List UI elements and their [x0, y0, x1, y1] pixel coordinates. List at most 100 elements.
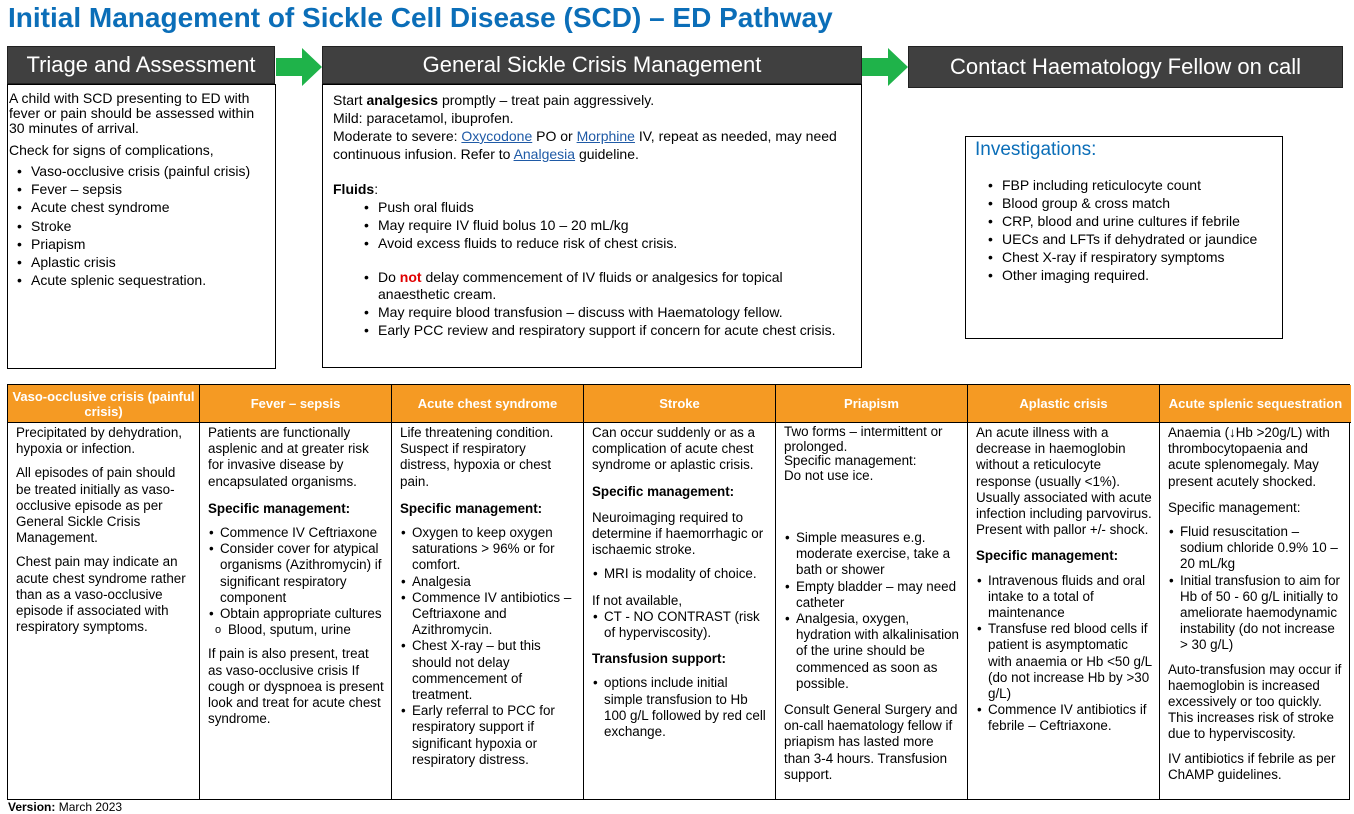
splenic-list: Fluid resuscitation – sodium chloride 0.… — [1168, 524, 1344, 654]
text: Two forms – intermittent or prolonged. — [784, 424, 943, 454]
aplastic-list: Intravenous fluids and oral intake to a … — [976, 573, 1152, 735]
column-header: Aplastic crisis — [968, 385, 1159, 423]
list-item: Chest X-ray if respiratory symptoms — [988, 248, 1274, 266]
list-item: Analgesia, oxygen, hydration with alkali… — [785, 611, 960, 692]
stroke-list: MRI is modality of choice. — [592, 566, 768, 582]
triage-intro: A child with SCD presenting to ED with f… — [9, 90, 255, 136]
arrow-right-icon — [862, 48, 908, 86]
triage-box: A child with SCD presenting to ED with f… — [7, 84, 276, 369]
text: If not available, — [592, 592, 683, 608]
subheading: Specific management: — [976, 548, 1119, 564]
complication-list: Vaso-occlusive crisis (painful crisis)Fe… — [9, 162, 267, 290]
subheading: Specific management: — [592, 483, 735, 499]
text: An acute illness with a decrease in haem… — [976, 425, 1152, 538]
acs-list: Oxygen to keep oxygen saturations > 96% … — [400, 525, 576, 768]
column-stroke: Stroke Can occur suddenly or as a compli… — [584, 385, 776, 799]
list-item: May require IV fluid bolus 10 – 20 mL/kg — [364, 216, 853, 234]
mild-line: Mild: paracetamol, ibuprofen. — [333, 110, 514, 126]
list-item: Vaso-occlusive crisis (painful crisis) — [17, 162, 267, 180]
column-priapism: Priapism Two forms – intermittent or pro… — [776, 385, 968, 799]
list-item: Commence IV antibiotics – Ceftriaxone an… — [401, 590, 576, 639]
text: Patients are functionally asplenic and a… — [208, 425, 369, 489]
column-splenic: Acute splenic sequestration Anaemia (↓Hb… — [1160, 385, 1351, 799]
list-item: Blood, sputum, urine — [215, 622, 384, 638]
analgesia-link[interactable]: Analgesia — [513, 146, 576, 162]
list-item: Chest X-ray – but this should not delay … — [401, 638, 576, 703]
version-note: Version: March 2023 — [8, 800, 123, 814]
subheading: Specific management: — [1168, 499, 1301, 515]
list-item: Aplastic crisis — [17, 253, 267, 271]
text: Precipitated by dehydration, hypoxia or … — [16, 425, 182, 457]
list-item: Commence IV Ceftriaxone — [209, 525, 384, 541]
list-item: Commence IV antibiotics if febrile – Cef… — [977, 702, 1152, 734]
list-item: Stroke — [17, 217, 267, 235]
triage-header: Triage and Assessment — [7, 46, 275, 84]
list-item: Oxygen to keep oxygen saturations > 96% … — [401, 525, 576, 574]
text: Chest pain may indicate an acute chest s… — [16, 554, 186, 635]
priapism-list: Simple measures e.g. moderate exercise, … — [784, 530, 960, 692]
list-item: MRI is modality of choice. — [593, 566, 768, 582]
list-item: Do not delay commencement of IV fluids o… — [364, 269, 853, 303]
page-title: Initial Management of Sickle Cell Diseas… — [8, 2, 833, 33]
list-item: Fever – sepsis — [17, 180, 267, 198]
oxycodone-link[interactable]: Oxycodone — [461, 128, 533, 144]
sub-list: Blood, sputum, urine — [208, 622, 384, 638]
list-item: CT - NO CONTRAST (risk of hyperviscosity… — [593, 609, 768, 641]
investigations-list: FBP including reticulocyte countBlood gr… — [975, 176, 1274, 284]
subheading: Specific management: — [400, 500, 543, 516]
list-item: Consider cover for atypical organisms (A… — [209, 541, 384, 606]
fluids-label: Fluids: — [333, 181, 379, 197]
complications-table: Vaso-occlusive crisis (painful crisis) P… — [7, 384, 1351, 800]
list-item: May require blood transfusion – discuss … — [364, 304, 853, 321]
list-item: Early referral to PCC for respiratory su… — [401, 703, 576, 768]
list-item: Empty bladder – may need catheter — [785, 579, 960, 611]
list-item: Intravenous fluids and oral intake to a … — [977, 573, 1152, 622]
list-item: Transfuse red blood cells if patient is … — [977, 621, 1152, 702]
text: Consult General Surgery and on-call haem… — [784, 702, 958, 782]
column-header: Priapism — [776, 385, 967, 423]
general-header: General Sickle Crisis Management — [322, 46, 862, 84]
list-item: Other imaging required. — [988, 266, 1274, 284]
arrow-right-icon — [276, 48, 322, 86]
list-item: Obtain appropriate cultures — [209, 606, 384, 622]
list-item: Avoid excess fluids to reduce risk of ch… — [364, 234, 853, 252]
text: Do not use ice. — [784, 467, 874, 483]
text: Can occur suddenly or as a complication … — [592, 425, 756, 473]
list-item: Acute chest syndrome — [17, 198, 267, 216]
list-item: Simple measures e.g. moderate exercise, … — [785, 530, 960, 579]
text: Auto-transfusion may occur if haemoglobi… — [1168, 661, 1342, 742]
general-notes-list: Do not delay commencement of IV fluids o… — [333, 269, 853, 339]
list-item: options include initial simple transfusi… — [593, 675, 768, 740]
moderate-line: Moderate to severe: Oxycodone PO or Morp… — [333, 128, 837, 162]
text: Neuroimaging required to determine if ha… — [592, 509, 764, 558]
list-item: Initial transfusion to aim for Hb of 50 … — [1169, 573, 1344, 654]
list-item: Early PCC review and respiratory support… — [364, 322, 853, 339]
column-vaso-occlusive: Vaso-occlusive crisis (painful crisis) P… — [8, 385, 200, 799]
list-item: Fluid resuscitation – sodium chloride 0.… — [1169, 524, 1344, 573]
subheading: Specific management: — [208, 500, 351, 516]
list-item: FBP including reticulocyte count — [988, 176, 1274, 194]
column-aplastic: Aplastic crisis An acute illness with a … — [968, 385, 1160, 799]
triage-check: Check for signs of complications, — [9, 142, 214, 158]
fluids-list: Push oral fluidsMay require IV fluid bol… — [333, 198, 853, 252]
list-item: Priapism — [17, 235, 267, 253]
list-item: Blood group & cross match — [988, 194, 1274, 212]
general-box: Start analgesics promptly – treat pain a… — [322, 84, 862, 368]
subheading: Transfusion support: — [592, 651, 726, 667]
column-header: Stroke — [584, 385, 775, 423]
investigations-box: Investigations: FBP including reticulocy… — [965, 136, 1283, 339]
list-item: Push oral fluids — [364, 198, 853, 216]
column-acute-chest: Acute chest syndrome Life threatening co… — [392, 385, 584, 799]
analgesics-line: Start analgesics promptly – treat pain a… — [333, 92, 655, 108]
column-fever-sepsis: Fever – sepsis Patients are functionally… — [200, 385, 392, 799]
text: Life threatening condition. Suspect if r… — [400, 425, 554, 489]
fever-list: Commence IV CeftriaxoneConsider cover fo… — [208, 525, 384, 622]
column-header: Acute splenic sequestration — [1160, 385, 1351, 423]
morphine-link[interactable]: Morphine — [576, 128, 635, 144]
text: Specific management: — [784, 453, 917, 468]
stroke-list: CT - NO CONTRAST (risk of hyperviscosity… — [592, 609, 768, 641]
column-header: Acute chest syndrome — [392, 385, 583, 423]
text: IV antibiotics if febrile as per ChAMP g… — [1168, 750, 1336, 782]
list-item: Acute splenic sequestration. — [17, 271, 267, 289]
text: If pain is also present, treat as vaso-o… — [208, 646, 384, 727]
